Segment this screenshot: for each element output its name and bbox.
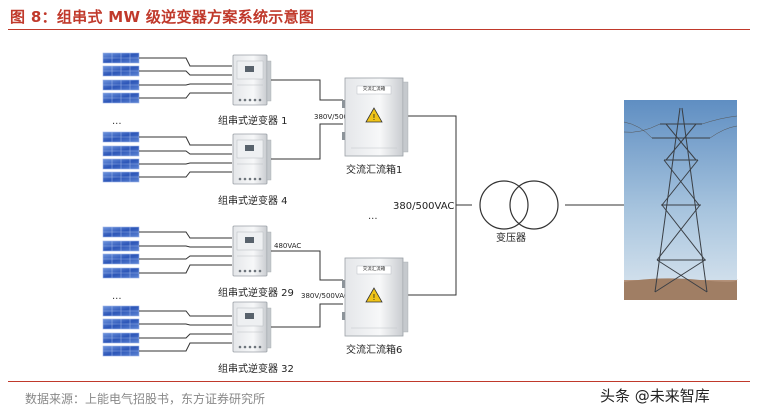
voltage-label-lower: 380V/500VAC (301, 292, 349, 300)
pv-array-group-4 (102, 305, 140, 357)
inverter-1 (232, 54, 272, 106)
data-source: 数据来源：上能电气招股书，东方证券研究所 (25, 392, 266, 406)
combiner-plate-6: 交流汇流箱 (363, 265, 386, 272)
inverter-4 (232, 133, 272, 185)
ellipsis-upper: ... (112, 116, 122, 127)
voltage-label-bus: 380/500VAC (393, 201, 454, 212)
transformer-icon (479, 180, 559, 230)
voltage-label-inverter-out: 480VAC (274, 242, 301, 250)
transmission-tower-image (623, 100, 738, 300)
inverter-29-label: 组串式逆变器 29 (218, 286, 294, 299)
inverter-4-label: 组串式逆变器 4 (218, 194, 288, 207)
footer-rule (8, 381, 750, 382)
ac-wiring (271, 79, 624, 328)
ellipsis-lower: ... (112, 291, 122, 302)
voltage-label-upper: 380V/500VAC (314, 113, 362, 121)
transformer-label: 变压器 (496, 231, 526, 244)
pv-wiring (139, 57, 232, 352)
ellipsis-combiners: ... (368, 211, 378, 222)
inverter-1-label: 组串式逆变器 1 (218, 114, 288, 127)
watermark: 头条 @未来智库 (600, 387, 710, 405)
pv-array-group-1 (102, 52, 140, 104)
title-rule (8, 29, 750, 30)
inverter-32-label: 组串式逆变器 32 (218, 362, 294, 375)
combiner-6-label: 交流汇流箱6 (346, 343, 402, 356)
pv-array-group-3 (102, 226, 140, 279)
inverter-29 (232, 225, 272, 277)
figure-title: 图 8：组串式 MW 级逆变器方案系统示意图 (10, 8, 315, 26)
combiner-plate-1: 交流汇流箱 (363, 85, 386, 92)
combiner-1-label: 交流汇流箱1 (346, 163, 402, 176)
pv-array-group-2 (102, 131, 140, 183)
inverter-32 (232, 301, 272, 353)
